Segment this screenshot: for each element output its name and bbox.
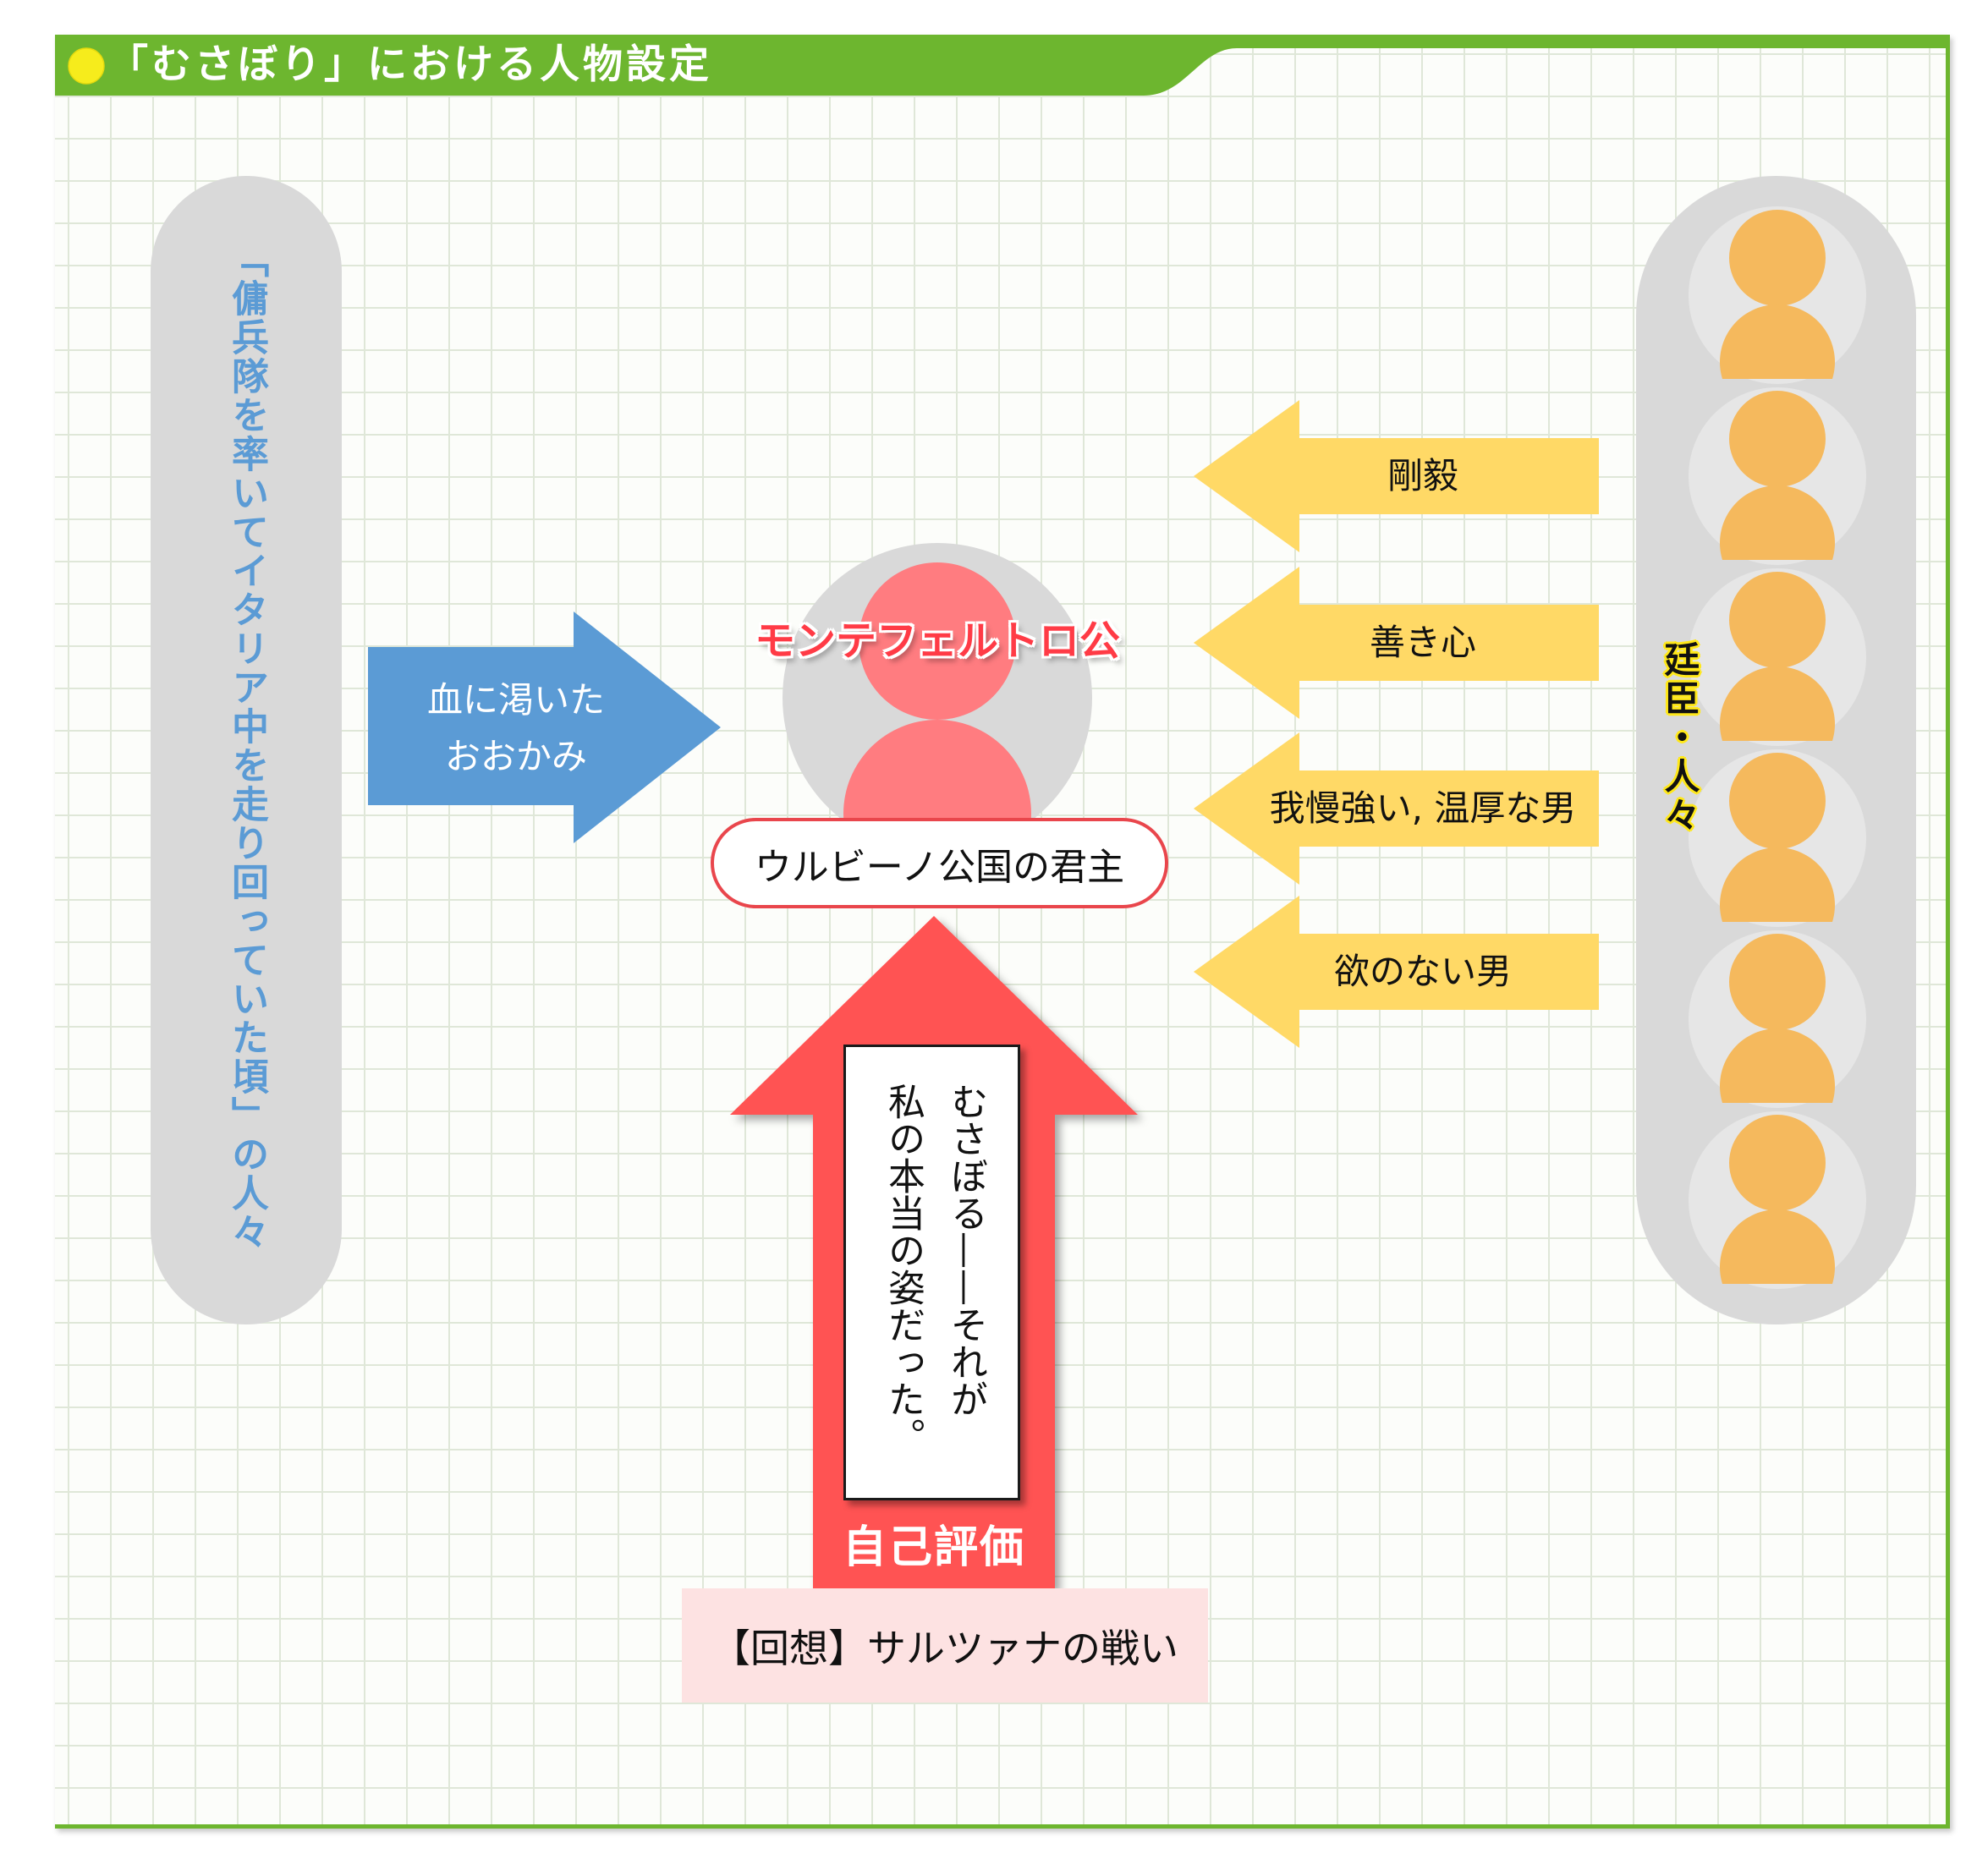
protagonist-role-pill: ウルビーノ公国の君主 [711, 818, 1168, 908]
person-icon [1689, 749, 1866, 927]
person-icon [1689, 1111, 1866, 1289]
quote-line-2: 私の本当の姿だった。 [881, 1083, 925, 1455]
protagonist-role: ウルビーノ公国の君主 [754, 845, 1125, 889]
left-group-pill [151, 176, 342, 1324]
person-icon-body [1720, 1028, 1835, 1103]
reputation-arrow [368, 611, 721, 843]
reputation-line-1: 血に渇いた [426, 679, 605, 721]
person-icon-body [1720, 304, 1835, 379]
trait-arrow [1194, 732, 1599, 885]
person-icon-head [1729, 210, 1826, 306]
person-icon-body [1720, 847, 1835, 922]
person-icon [1689, 930, 1866, 1108]
trait-label: 我慢強い, 温厚な男 [1269, 787, 1577, 829]
self-evaluation-source: 【回想】サルツァナの戦い [682, 1588, 1208, 1703]
self-evaluation-quote-box: むさぼる——それが 私の本当の姿だった。 [843, 1045, 1020, 1500]
person-icon-head [1729, 572, 1826, 668]
self-evaluation-quote: むさぼる——それが 私の本当の姿だった。 [871, 1083, 997, 1480]
person-icon [1689, 206, 1866, 384]
reputation-arrow-label: 血に渇いた おおかみ [389, 672, 643, 785]
person-icon-body [1720, 666, 1835, 741]
person-icon-head [1729, 934, 1826, 1030]
reputation-line-2: おおかみ [444, 736, 587, 777]
person-icon-head [1729, 753, 1826, 849]
header-bar [55, 35, 1950, 96]
grid-background [55, 35, 1950, 1829]
person-icon-head [1729, 1115, 1826, 1211]
person-icon-body [1720, 485, 1835, 560]
left-group-label: 「傭兵隊を率いてイタリア中を走り回っていた頃」の人々 [225, 240, 268, 1252]
source-text: 【回想】サルツァナの戦い [711, 1625, 1178, 1671]
person-icon [1689, 568, 1866, 746]
trait-arrow [1194, 896, 1599, 1048]
trait-arrow [1194, 567, 1599, 719]
courtiers-label: 廷臣・人々 [1659, 641, 1700, 836]
quote-line-1: むさぼる——それが [944, 1083, 987, 1418]
person-icon-head [1729, 391, 1826, 487]
protagonist-name: モンテフェルトロ公 [754, 617, 1120, 665]
person-icon [1689, 387, 1866, 565]
yellow-dot-icon [68, 47, 105, 85]
person-icon-body [1720, 1209, 1835, 1284]
trait-arrow [1194, 400, 1599, 552]
trait-label: 善き心 [1369, 622, 1476, 663]
trait-label: 欲のない男 [1333, 951, 1512, 992]
page-title: 「むさぼり」における人物設定 [108, 41, 712, 88]
self-evaluation-label: 自己評価 [842, 1522, 1025, 1573]
trait-label: 剛毅 [1387, 455, 1458, 496]
protagonist-head [859, 562, 1016, 720]
